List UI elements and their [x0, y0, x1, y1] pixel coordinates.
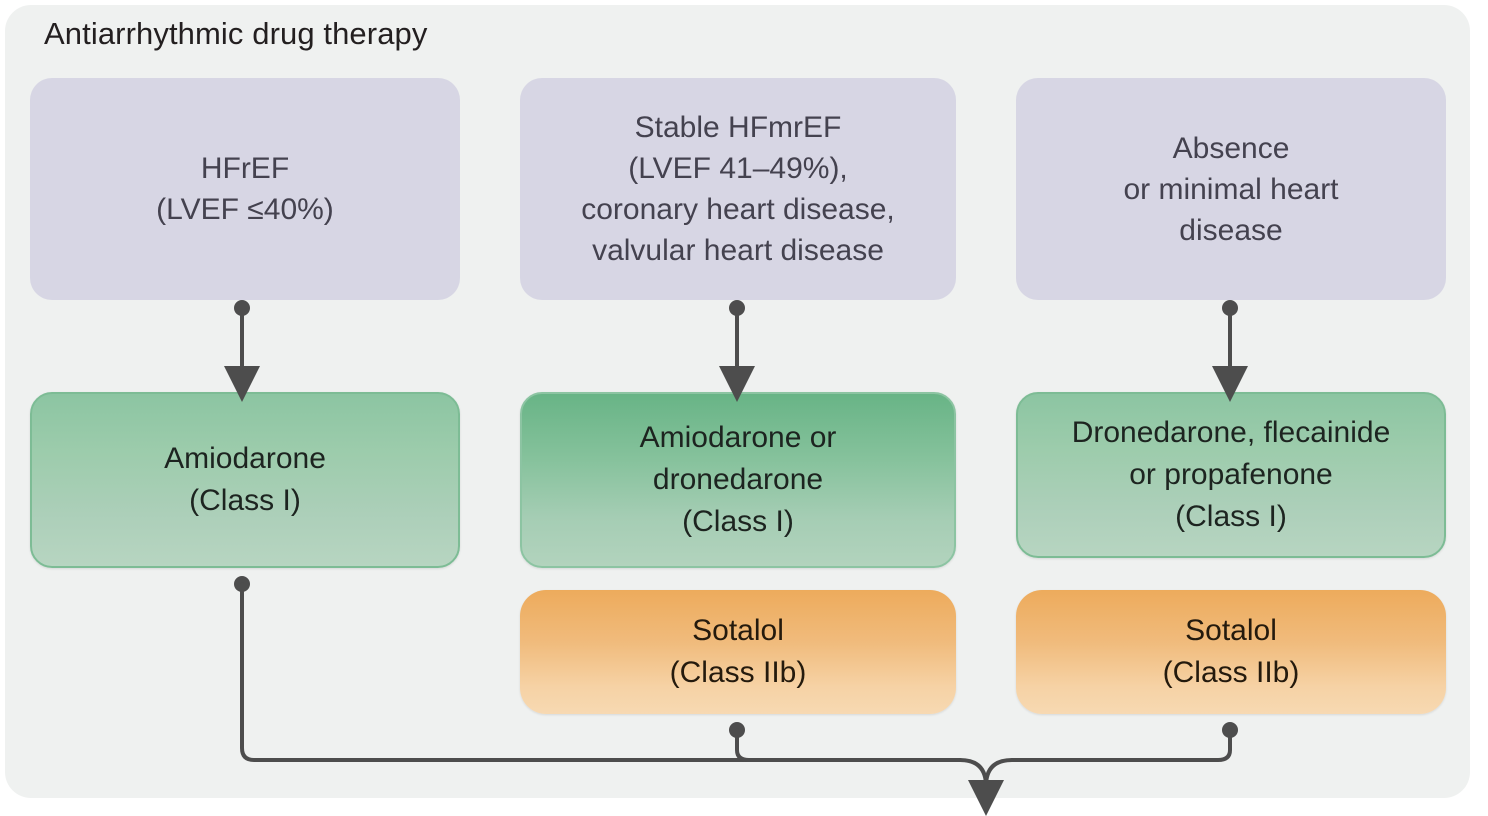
therapy-box-dronedarone-flecainide-propafenone[interactable]: Dronedarone, flecainide or propafenone (…	[1016, 392, 1446, 558]
therapy-label-sotalol-right: Sotalol (Class IIb)	[1162, 614, 1300, 689]
condition-label-no-heart-disease: Absence or minimal heart disease	[1123, 131, 1339, 247]
condition-box-hfmref[interactable]: Stable HFmrEF (LVEF 41–49%), coronary he…	[520, 78, 956, 300]
therapy-box-sotalol-mid[interactable]: Sotalol (Class IIb)	[520, 590, 956, 714]
therapy-label-amiodarone: Amiodarone (Class I)	[164, 442, 326, 517]
condition-label-hfmref: Stable HFmrEF (LVEF 41–49%), coronary he…	[581, 111, 895, 267]
page-title: Antiarrhythmic drug therapy	[44, 16, 428, 51]
therapy-box-amiodarone[interactable]: Amiodarone (Class I)	[30, 392, 460, 568]
condition-label-hfref: HFrEF (LVEF ≤40%)	[156, 152, 334, 226]
therapy-label-amiodarone-or-dronedarone: Amiodarone or dronedarone (Class I)	[639, 421, 837, 538]
therapy-box-amiodarone-or-dronedarone[interactable]: Amiodarone or dronedarone (Class I)	[520, 392, 956, 568]
therapy-label-dronedarone-flecainide-propafenone: Dronedarone, flecainide or propafenone (…	[1071, 416, 1391, 533]
condition-box-hfref[interactable]: HFrEF (LVEF ≤40%)	[30, 78, 460, 300]
therapy-box-sotalol-right[interactable]: Sotalol (Class IIb)	[1016, 590, 1446, 714]
condition-box-no-heart-disease[interactable]: Absence or minimal heart disease	[1016, 78, 1446, 300]
therapy-label-sotalol-mid: Sotalol (Class IIb)	[669, 614, 807, 689]
